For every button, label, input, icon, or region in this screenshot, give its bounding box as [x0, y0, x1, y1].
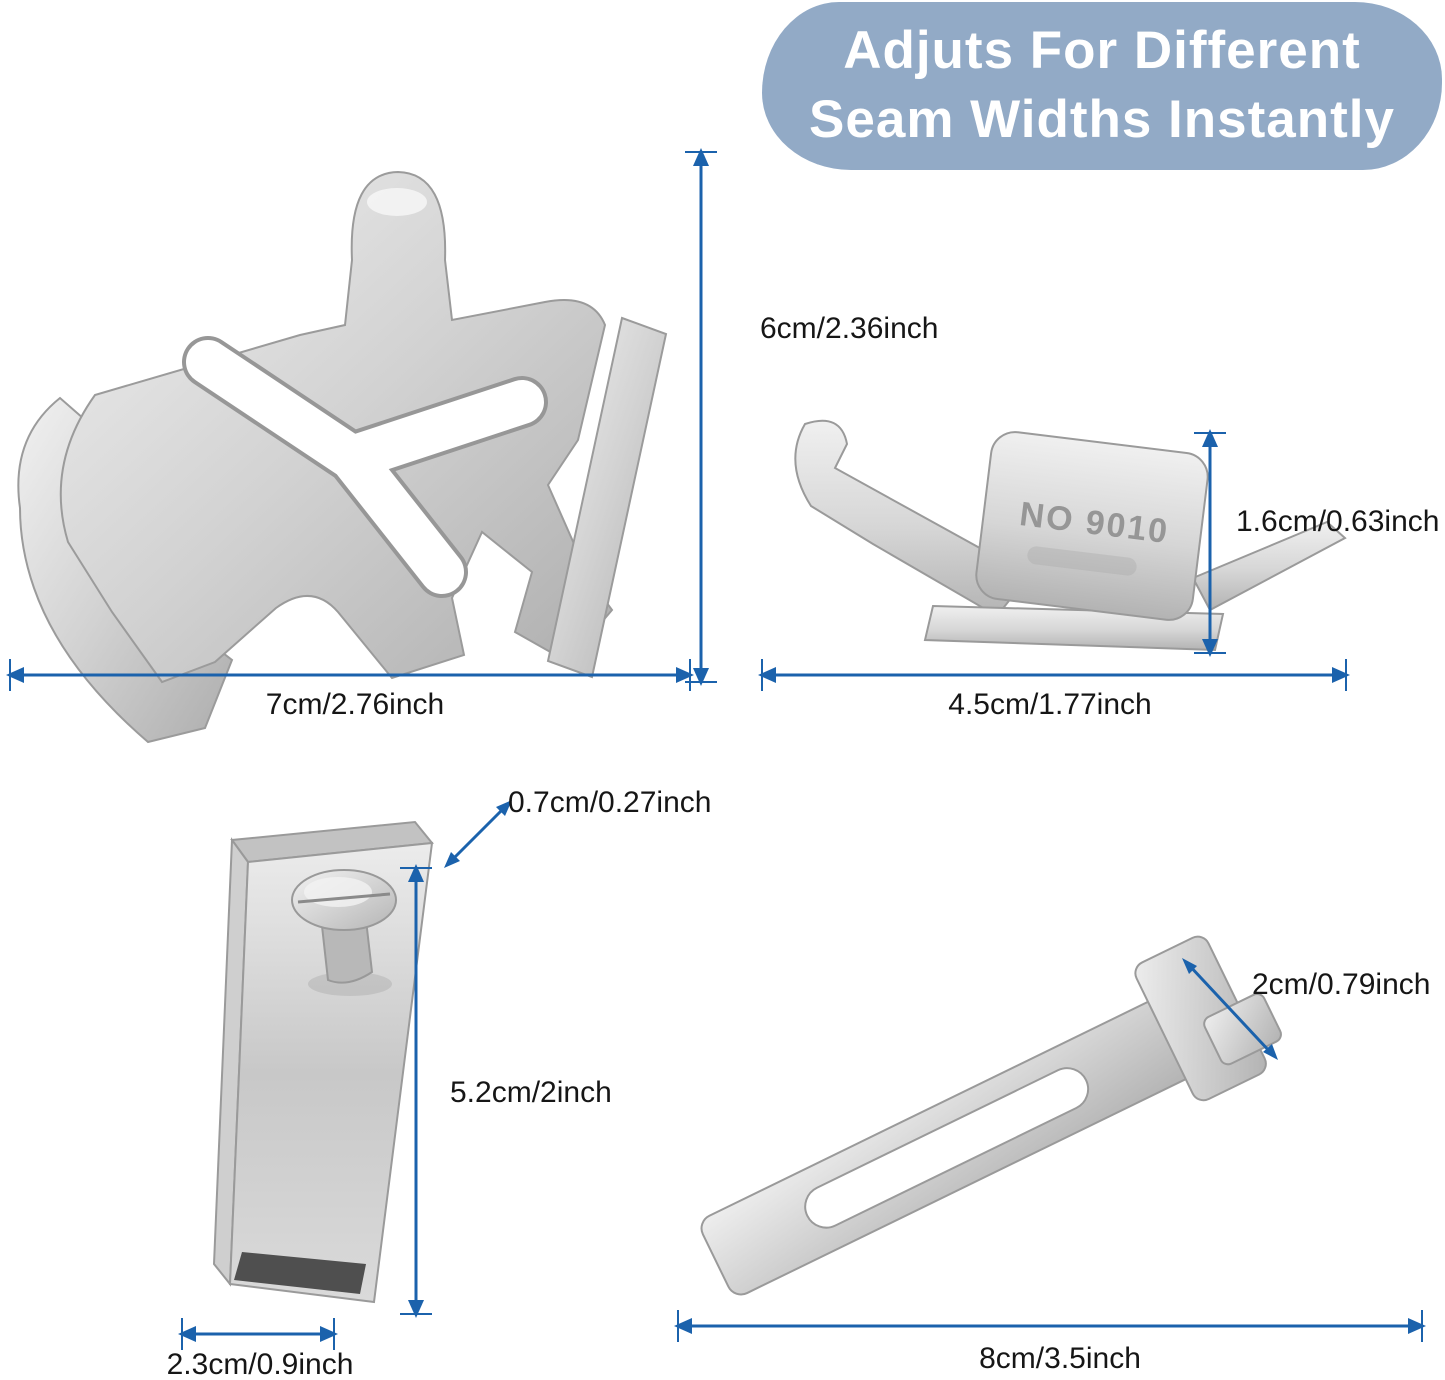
- foot-width-dimension-arrow: [758, 659, 1350, 691]
- presser-foot-illustration: NO 9010: [794, 419, 1347, 652]
- seam-gauge-illustration: [17, 170, 668, 744]
- presser-foot-engraving-smudge: [1027, 546, 1137, 576]
- plate-height-label: 5.2cm/2inch: [450, 1076, 612, 1109]
- bar-width-label: 2cm/0.79inch: [1252, 968, 1431, 1001]
- pin-stem: [320, 918, 374, 984]
- gauge-y-slot: [182, 336, 548, 598]
- pin-head-slot: [297, 892, 391, 904]
- presser-foot-blade: [1191, 520, 1347, 612]
- gauge-height-label: 6cm/2.36inch: [760, 312, 939, 345]
- pin-head-highlight: [304, 877, 372, 907]
- gauge-width-dimension-arrow: [6, 659, 694, 691]
- headline-line-2: Seam Widths Instantly: [809, 90, 1395, 149]
- headline-banner: Adjuts For Different Seam Widths Instant…: [762, 2, 1442, 170]
- plate-thickness-label: 0.7cm/0.27inch: [508, 786, 712, 819]
- foot-width-label: 4.5cm/1.77inch: [948, 688, 1152, 721]
- slotted-bar-illustration: [700, 935, 1282, 1296]
- plate-width-label: 2.3cm/0.9inch: [166, 1348, 354, 1380]
- bar-length-dimension-arrow: [674, 1310, 1426, 1342]
- bar-length-label: 8cm/3.5inch: [979, 1342, 1141, 1375]
- plate-illustration: [212, 820, 434, 1304]
- plate-width-dimension-arrow: [178, 1318, 338, 1350]
- gauge-height-dimension-arrow: [685, 148, 717, 686]
- bar-width-dimension-arrow: [1182, 958, 1278, 1060]
- foot-height-dimension-arrow: [1194, 429, 1226, 657]
- plate-height-dimension-arrow: [400, 864, 432, 1318]
- bar-head-step: [1203, 993, 1282, 1066]
- plate-thickness-dimension-arrow: [444, 800, 512, 868]
- plate-front-face: [228, 841, 434, 1304]
- foot-height-label: 1.6cm/0.63inch: [1236, 505, 1440, 538]
- headline-line-1: Adjuts For Different: [843, 21, 1361, 81]
- gauge-knob-highlight: [367, 188, 427, 216]
- gauge-side-bar: [546, 316, 668, 679]
- presser-foot-body: [975, 431, 1209, 621]
- gauge-width-label: 7cm/2.76inch: [265, 688, 445, 721]
- bar-slot: [804, 1067, 1090, 1229]
- plate-channel-opening: [234, 1252, 366, 1294]
